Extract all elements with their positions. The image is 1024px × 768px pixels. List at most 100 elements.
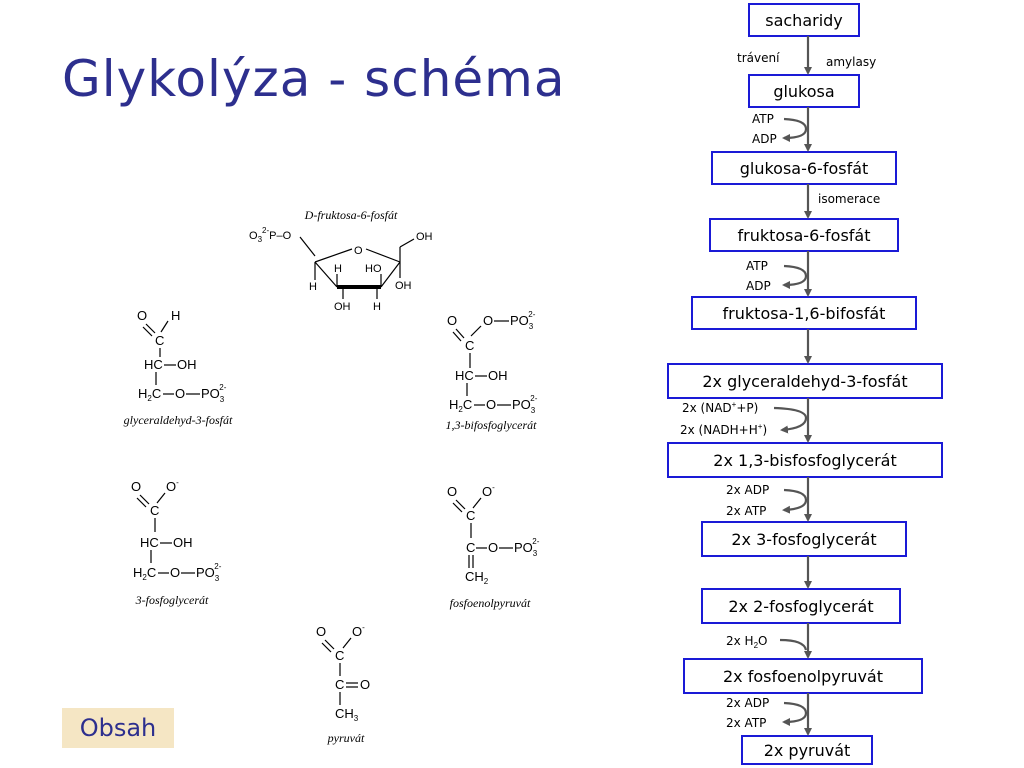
svg-text:C: C [335,648,344,663]
step-box-glyceraldehyd-3-fosfat: 2x glyceraldehyd-3-fosfát [667,363,943,399]
svg-text:CH2: CH2 [465,569,489,586]
structure-3-phosphoglycerate: O O- C HC OH H2C O PO32- 3-fosfoglycerát [131,478,222,607]
svg-text:H: H [334,263,342,275]
svg-text:HC: HC [140,535,159,550]
step-label: 2x 1,3-bisfosfoglycerát [713,451,896,470]
svg-text:PO32-: PO32- [514,537,540,558]
cofactor-arrow [782,488,808,514]
svg-text:OH: OH [334,301,351,313]
svg-text:H2C: H2C [449,397,472,414]
step-label: glukosa [773,82,834,101]
step-label: 2x 2-fosfoglycerát [728,597,873,616]
step-box-sacharidy: sacharidy [748,3,860,37]
svg-text:O: O [486,397,496,412]
structure-caption: D-fruktosa-6-fosfát [304,208,398,222]
pathway-flowchart: sacharidy glukosa glukosa-6-fosfát frukt… [667,3,943,765]
svg-text:CH3: CH3 [335,706,359,723]
step-box-fruktosa-1-6-bifosfat: fruktosa-1,6-bifosfát [691,296,917,330]
step-box-fosfoenolpyruvat: 2x fosfoenolpyruvát [683,658,923,694]
structure-1-3-bisphosphoglycerate: O O PO32- C HC OH H2C O PO32- 1,3-bifosf… [446,310,538,432]
label-nadh: 2x (NADH+H+) [680,422,767,437]
svg-text:OH: OH [395,280,412,292]
label-adp: ADP [746,279,771,293]
label-traveni: trávení [737,51,780,65]
svg-text:PO32-: PO32- [201,383,227,404]
svg-text:O-: O- [482,483,495,499]
svg-text:O: O [447,313,457,328]
step-label: fruktosa-6-fosfát [737,226,870,245]
step-box-2-fosfoglycerat: 2x 2-fosfoglycerát [701,588,901,624]
label-atp: ATP [746,259,768,273]
phosphate-group: O32-P–O [249,226,292,244]
cofactor-arrow [782,117,808,142]
svg-text:H2C: H2C [138,386,161,403]
svg-text:OH: OH [416,231,433,243]
svg-text:H2C: H2C [133,565,156,582]
ring-oxygen: O [354,245,363,257]
step-label: 2x pyruvát [764,741,851,760]
step-box-glukosa-6-fosfat: glukosa-6-fosfát [711,151,897,185]
svg-text:PO32-: PO32- [512,394,538,415]
svg-text:C: C [466,540,475,555]
svg-text:H: H [373,301,381,313]
structure-phosphoenolpyruvate: O O- C C O PO32- CH2 fosfoenolpyruvát [447,483,540,610]
cofactor-arrow [782,264,808,289]
svg-text:O-: O- [352,623,365,639]
svg-text:O: O [360,677,370,692]
step-box-glukosa: glukosa [748,74,860,108]
svg-text:O: O [175,386,185,401]
label-atp: ATP [752,112,774,126]
step-label: glukosa-6-fosfát [740,159,869,178]
structure-pyruvate: O O- C C O CH3 pyruvát [316,623,370,745]
label-isomerace: isomerace [818,192,880,206]
step-box-fruktosa-6-fosfat: fruktosa-6-fosfát [709,218,899,252]
step-box-1-3-bisfosfoglycerat: 2x 1,3-bisfosfoglycerát [667,442,943,478]
water-arrow [779,638,808,651]
label-2x-atp: 2x ATP [726,716,766,730]
svg-text:C: C [466,508,475,523]
svg-text:HC: HC [144,357,163,372]
svg-text:C: C [155,333,164,348]
label-2x-adp: 2x ADP [726,483,769,497]
svg-text:C: C [335,677,344,692]
svg-text:C: C [150,503,159,518]
structure-caption: 3-fosfoglycerát [135,593,209,607]
structure-caption: fosfoenolpyruvát [450,596,531,610]
svg-text:H: H [171,308,180,323]
step-label: 2x 3-fosfoglycerát [731,530,876,549]
svg-text:HO: HO [365,263,382,275]
svg-text:PO32-: PO32- [510,310,536,331]
structure-fructose-6-phosphate: D-fruktosa-6-fosfát O32-P–O O OH H H HO … [249,208,433,313]
svg-text:OH: OH [177,357,197,372]
label-amylasy: amylasy [826,55,876,69]
svg-text:PO32-: PO32- [196,562,222,583]
label-2x-adp: 2x ADP [726,696,769,710]
label-2x-h2o: 2x H2O [726,634,767,650]
svg-text:O: O [170,565,180,580]
svg-text:HC: HC [455,368,474,383]
step-box-pyruvat: 2x pyruvát [741,735,873,765]
cofactor-arrow [773,406,808,434]
svg-text:OH: OH [488,368,508,383]
svg-text:O: O [131,479,141,494]
svg-text:O: O [316,624,326,639]
structure-glyceraldehyde-3-phosphate: O H C HC OH H2C O PO32- glyceraldehyd-3-… [124,308,233,427]
svg-text:C: C [465,338,474,353]
label-nad: 2x (NAD++P) [682,400,758,415]
svg-text:O: O [483,313,493,328]
svg-text:OH: OH [173,535,193,550]
svg-text:O-: O- [166,478,179,494]
structure-caption: pyruvát [327,731,365,745]
obsah-button[interactable]: Obsah [62,708,174,748]
step-label: 2x fosfoenolpyruvát [723,667,883,686]
label-adp: ADP [752,132,777,146]
svg-text:O: O [488,540,498,555]
label-2x-atp: 2x ATP [726,504,766,518]
cofactor-arrow [782,701,808,726]
structure-caption: glyceraldehyd-3-fosfát [124,413,233,427]
step-label: fruktosa-1,6-bifosfát [723,304,886,323]
svg-text:O: O [137,308,147,323]
step-box-3-fosfoglycerat: 2x 3-fosfoglycerát [701,521,907,557]
page-title: Glykolýza - schéma [62,50,566,108]
